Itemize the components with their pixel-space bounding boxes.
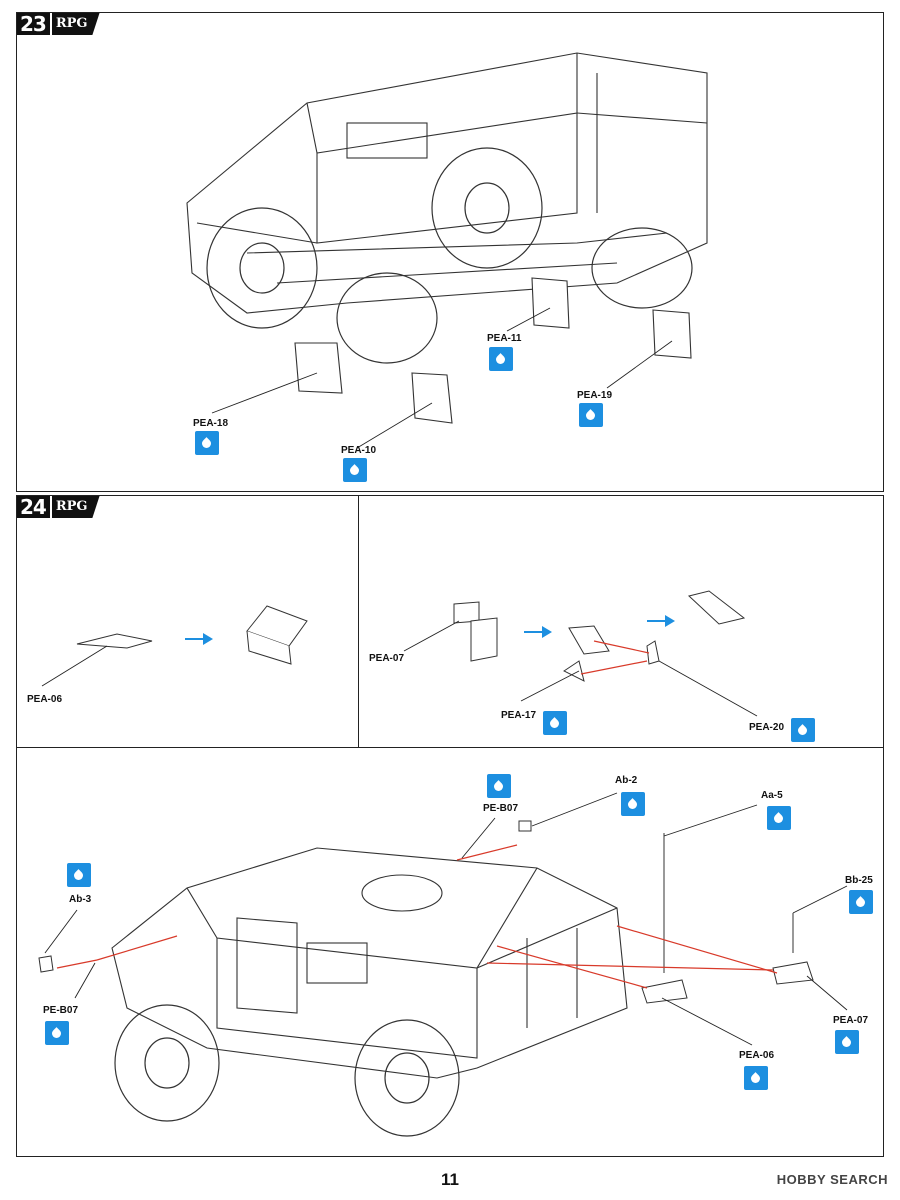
part-label: PEA-07 [369, 653, 405, 664]
vehicle-underside-drawing [186, 52, 708, 449]
glue-drop-icon [543, 711, 567, 735]
part-label: PEA-10 [341, 445, 377, 456]
glue-drop-icon [767, 806, 791, 830]
part-label: PEA-07 [833, 1015, 869, 1026]
brand-logo: RPG [51, 13, 100, 35]
glue-drop-icon [195, 431, 219, 455]
step-23-panel: 23 RPG [16, 12, 884, 492]
glue-drop-icon [849, 890, 873, 914]
page-number: 11 [441, 1170, 459, 1189]
part-label: PEA-11 [487, 333, 522, 344]
step-number: 23 [17, 13, 50, 35]
part-label: PE-B07 [483, 803, 519, 814]
step-arrow-icon [524, 626, 552, 638]
glue-drop-icon [835, 1030, 859, 1054]
part-label: PEA-19 [577, 390, 613, 401]
part-label: PEA-06 [739, 1050, 775, 1061]
part-label: PEA-17 [501, 710, 537, 721]
glue-drop-icon [343, 458, 367, 482]
step-23-badge: 23 RPG [17, 13, 100, 35]
glue-drop-icon [621, 792, 645, 816]
brand-logo: RPG [51, 496, 100, 518]
part-label: PEA-18 [193, 418, 229, 429]
bracket-assembly-drawing [403, 590, 758, 717]
glue-drop-icon [67, 863, 91, 887]
step-number: 24 [17, 496, 50, 518]
step-24-main-panel: PE-B07 Ab-2 Aa-5 Bb-25 Ab-3 PE-B07 PEA-0… [16, 747, 884, 1157]
part-label: Ab-3 [69, 894, 92, 905]
part-label: PEA-06 [27, 694, 63, 705]
step-arrow-icon [185, 633, 213, 645]
glue-drop-icon [45, 1021, 69, 1045]
vehicle-roof-assembly-drawing [38, 792, 848, 1137]
part-label: Bb-25 [845, 875, 873, 886]
part-label: PE-B07 [43, 1005, 79, 1016]
step-24-subpanel-a: 24 RPG PEA-06 [16, 495, 360, 749]
step-24-badge: 24 RPG [17, 496, 100, 518]
part-label: Aa-5 [761, 790, 783, 801]
step-arrow-icon [647, 615, 675, 627]
glue-drop-icon [579, 403, 603, 427]
glue-drop-icon [489, 347, 513, 371]
bracket-fold-drawing [41, 605, 308, 687]
glue-drop-icon [791, 718, 815, 742]
part-label: PEA-20 [749, 722, 785, 733]
step-24-subpanel-b: PEA-07 PEA-17 PEA-20 [358, 495, 884, 749]
part-label: Ab-2 [615, 775, 638, 786]
glue-drop-icon [744, 1066, 768, 1090]
glue-drop-icon [487, 774, 511, 798]
watermark: HOBBY SEARCH [776, 1172, 888, 1187]
